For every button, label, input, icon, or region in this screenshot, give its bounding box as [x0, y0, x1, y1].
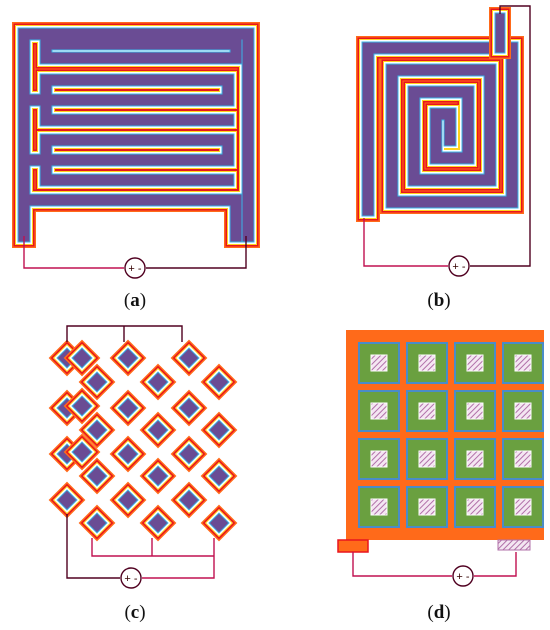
panel-d-grid-heater: + - — [337, 330, 544, 587]
grid-cell — [358, 342, 400, 384]
grid-cell — [358, 390, 400, 432]
diamond-cell — [109, 481, 147, 519]
diamond-cell — [78, 411, 116, 449]
diamond-cell — [63, 387, 101, 425]
panel-a-wire-right — [146, 236, 247, 269]
voltage-source-icon — [452, 565, 474, 587]
diamond-cell — [78, 457, 116, 495]
grid-cell — [454, 438, 496, 480]
voltage-source-symbol: + - — [452, 261, 465, 273]
grid-cell — [406, 438, 448, 480]
grid-cell — [502, 342, 544, 384]
grid-cell — [358, 486, 400, 528]
grid-cell — [406, 342, 448, 384]
grid-cell — [454, 486, 496, 528]
grid-cell — [502, 390, 544, 432]
grid-cell — [406, 390, 448, 432]
voltage-source-symbol: + - — [128, 263, 141, 275]
diamond-cell — [200, 411, 238, 449]
diamond-cell — [63, 339, 101, 377]
panel-c-bottom-bus — [91, 538, 215, 579]
panel-d-wire-left — [352, 552, 452, 577]
panel-c-wire-left — [66, 514, 120, 579]
voltage-source-icon — [120, 567, 142, 589]
caption-a: (a) — [123, 290, 147, 311]
caption-b: (b) — [427, 290, 451, 311]
voltage-source-icon — [448, 255, 470, 277]
panel-a-trace — [12, 22, 260, 248]
diamond-cell — [48, 481, 86, 519]
grid-cell — [454, 390, 496, 432]
panel-b-wire-left — [363, 218, 448, 267]
diamond-cell — [78, 363, 116, 401]
voltage-source-icon — [124, 257, 146, 279]
diamond-cell — [109, 435, 147, 473]
panel-a-source: + - — [124, 257, 146, 279]
diamond-cell — [139, 411, 177, 449]
diamond-cell — [63, 433, 101, 471]
grid-cell — [502, 486, 544, 528]
panel-b-source: + - — [448, 255, 470, 277]
panel-d-source: + - — [452, 565, 474, 587]
caption-c: (c) — [124, 602, 146, 623]
panel-c-source: + - — [120, 567, 142, 589]
panel-c-diamond-array-heater: + - — [48, 325, 238, 589]
panel-b-spiral-trace — [356, 36, 524, 222]
diamond-cell — [78, 504, 116, 542]
diamond-cell — [139, 504, 177, 542]
panel-d-wire-right — [474, 552, 517, 577]
panel-c-top-bus — [66, 325, 183, 342]
panel-a-wire-left — [23, 236, 124, 269]
diamond-cell — [109, 389, 147, 427]
diamond-cell — [170, 389, 208, 427]
grid-cell — [358, 438, 400, 480]
diamond-cell — [109, 339, 147, 377]
diamond-cell — [170, 339, 208, 377]
voltage-source-symbol: + - — [124, 573, 137, 585]
caption-d: (d) — [427, 602, 451, 623]
panel-d-pad-left — [337, 539, 369, 553]
grid-cell — [502, 438, 544, 480]
grid-cell — [406, 486, 448, 528]
diamond-cell — [139, 363, 177, 401]
diamond-cell — [200, 457, 238, 495]
voltage-source-symbol: + - — [456, 571, 469, 583]
panel-a-interdigitated-heater: + - — [12, 22, 260, 279]
diamond-cell — [170, 435, 208, 473]
panel-b-wire-right — [470, 5, 531, 267]
diamond-cell — [170, 481, 208, 519]
diamond-cell — [139, 457, 177, 495]
panel-b-spiral-heater: + - — [356, 5, 531, 277]
grid-cell — [454, 342, 496, 384]
diamond-cell — [200, 504, 238, 542]
panel-d-pad-right — [497, 539, 531, 551]
diamond-cell — [200, 363, 238, 401]
